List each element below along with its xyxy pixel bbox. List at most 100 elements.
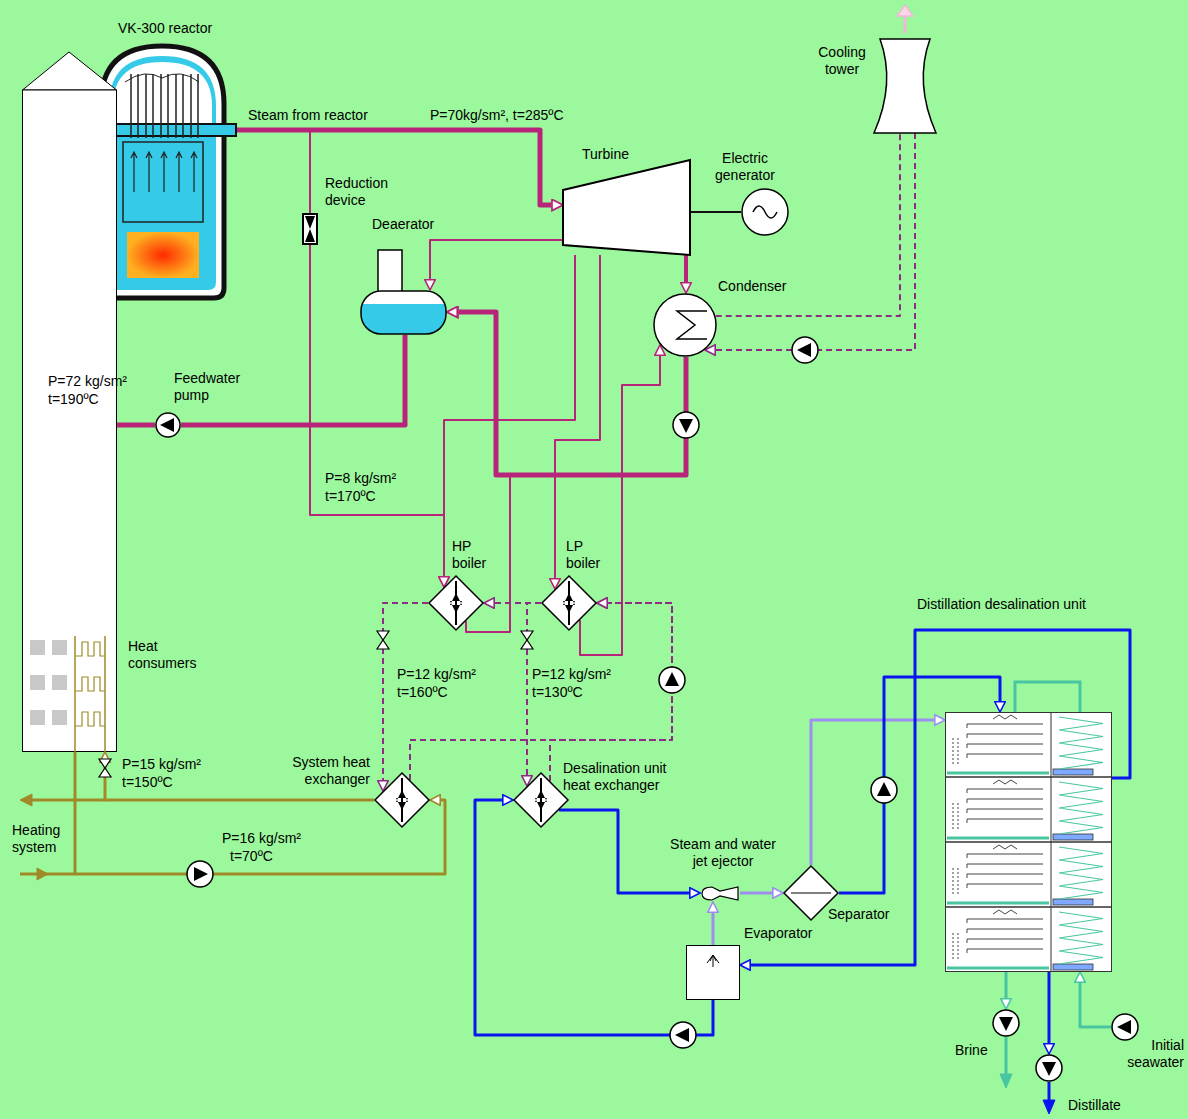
pipe-connector: [1080, 983, 1111, 1027]
evaporator-box: Evaporator: [686, 945, 740, 1000]
drawing-part: [375, 773, 429, 827]
shape-outline: [513, 772, 569, 828]
drawing-part: [687, 946, 740, 1000]
valve-symbol: [377, 631, 389, 649]
annotation-text: P=70kg/sm², t=285ºC: [430, 107, 564, 124]
drawing-part: [303, 214, 317, 244]
pump-symbol: [1036, 1055, 1062, 1081]
drawing-part: [953, 738, 958, 766]
shape-outline: [700, 885, 740, 902]
pump-symbol: Initial seawater: [1111, 1013, 1139, 1041]
drawing-part: [23, 90, 117, 752]
drawing-part: [194, 867, 208, 881]
pump-symbol: [187, 861, 213, 887]
drawing-part: [654, 294, 716, 356]
drawing-part: [377, 631, 389, 649]
shape-outline: [945, 712, 1112, 972]
drawing-part: [967, 929, 1043, 933]
node-label: Deaerator: [372, 216, 434, 233]
pump-symbol: [792, 337, 818, 363]
node-label: Brine: [955, 1042, 988, 1059]
pipe-connector: [230, 130, 310, 213]
pipe-connector: [1005, 972, 1008, 998]
shape-outline: [872, 35, 938, 133]
pump-symbol: [993, 1010, 1019, 1036]
node-label: System heat exchanger: [270, 754, 370, 788]
generator-symbol: Electric generator: [741, 188, 789, 236]
drawing-part: [30, 640, 45, 655]
drawing-part: [1005, 1037, 1008, 1076]
shape-outline: [374, 772, 430, 828]
drawing-part: [947, 772, 1049, 775]
drawing-part: [305, 216, 315, 242]
drawing-part: [191, 74, 198, 138]
drawing-part: [1053, 769, 1093, 775]
drawing-part: [967, 884, 1043, 888]
heat-exchanger: Desalination unit heat exchanger: [513, 772, 569, 828]
condenser-symbol: Condenser: [653, 293, 717, 357]
shape-outline: [741, 188, 789, 236]
drawing-part: [176, 152, 182, 192]
drawing-part: [131, 74, 138, 138]
shape-outline: [992, 1009, 1020, 1037]
drawing-part: [945, 776, 1112, 778]
drawing-part: [563, 593, 575, 613]
drawing-part: [401, 778, 403, 822]
annotation-text: t=130ºC: [532, 684, 583, 701]
drawing-part: [75, 677, 105, 691]
drawing-part: [1048, 1082, 1051, 1102]
drawing-part: [1059, 847, 1103, 899]
drawing-part: [967, 874, 1043, 878]
drawing-part: [563, 160, 690, 255]
pipe-connector: [230, 130, 551, 205]
drawing-part: [514, 773, 568, 827]
drawing-part: [742, 189, 788, 235]
drawing-part: [967, 854, 1043, 858]
drawing-part: [967, 789, 1043, 793]
drawing-part: [540, 778, 542, 822]
drawing-part: [125, 74, 199, 82]
drawing-part: [967, 949, 1043, 953]
drawing-part: [670, 1022, 696, 1048]
drawing-part: [1117, 1020, 1131, 1034]
drawing-part: [52, 710, 67, 725]
drawing-part: [967, 864, 1043, 868]
pump-symbol: [670, 1022, 696, 1048]
drawing-part: [967, 809, 1043, 813]
drawing-part: [113, 62, 212, 126]
node-label: Heat consumers: [128, 638, 208, 672]
shape-outline: [541, 575, 597, 631]
drawing-part: [953, 933, 958, 961]
annotation-text: Steam from reactor: [248, 107, 368, 124]
drawing-part: [947, 967, 1049, 970]
drawing-part: [1015, 682, 1080, 712]
drawing-part: [871, 777, 897, 803]
drawing-part: [75, 642, 105, 656]
heat-exchanger: System heat exchanger: [374, 772, 430, 828]
reduction-device: Reduction device: [302, 213, 318, 245]
annotation-text: t=70ºC: [230, 848, 273, 865]
tower-exhaust: [897, 5, 913, 33]
drawing-part: [75, 636, 105, 752]
deaerator-tank: Deaerator: [360, 290, 447, 335]
shape-outline: [428, 575, 484, 631]
valve-symbol: [99, 759, 111, 777]
drawing-part: [429, 576, 483, 630]
boiler-exchanger: HP boiler: [428, 575, 484, 631]
separator-diamond: Separator: [783, 865, 839, 921]
drawing-part: [967, 744, 1043, 748]
shape-outline: [155, 412, 181, 438]
pipe-connector: [410, 603, 672, 780]
node-label: Separator: [828, 906, 889, 923]
drawing-part: [967, 734, 1043, 738]
drawing-part: [877, 782, 891, 796]
pump-symbol: Brine: [992, 1009, 1020, 1037]
jet-ejector: Steam and water jet ejector: [700, 885, 740, 902]
drawing-part: [396, 790, 408, 810]
drawing-part: [191, 152, 197, 192]
node-label: Cooling tower: [814, 44, 870, 78]
node-label: Electric generator: [705, 150, 785, 184]
pipe-connector: [559, 810, 689, 893]
drawing-part: [946, 713, 1112, 972]
